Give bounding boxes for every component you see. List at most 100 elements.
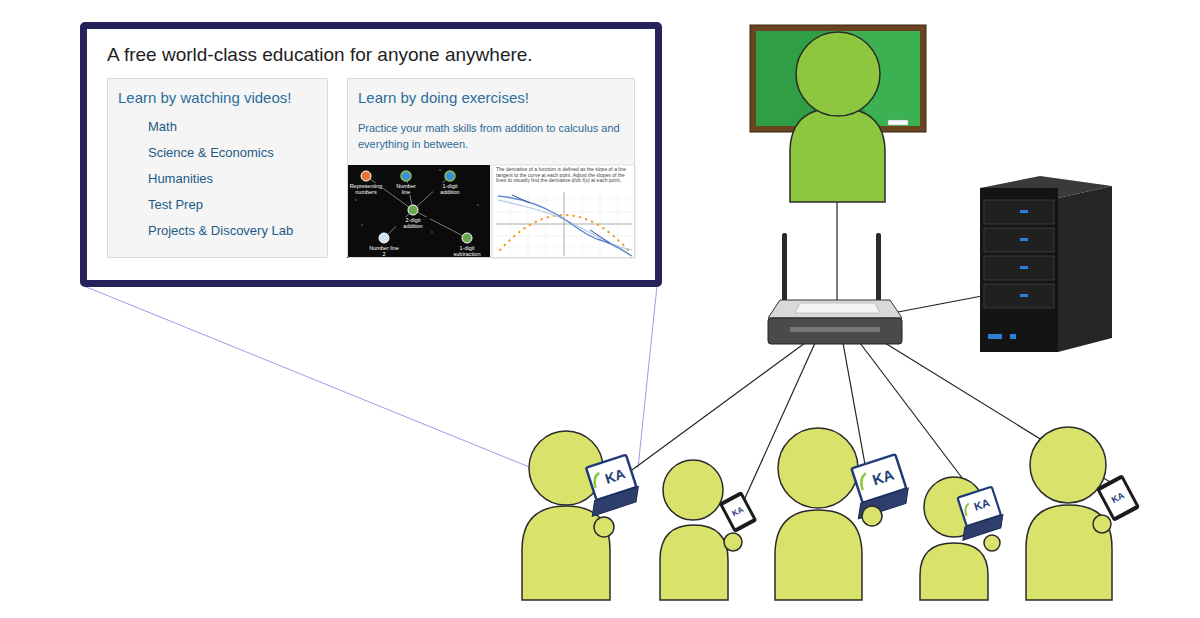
subject-link: Test Prep	[148, 192, 317, 218]
chalkboard	[750, 25, 926, 132]
tangent-line	[512, 195, 530, 203]
logo-leaf	[963, 504, 972, 516]
content-panel: Learn by watching videos! MathScience & E…	[107, 78, 328, 258]
server-bay	[984, 228, 1054, 252]
subject-link: Projects & Discovery Lab	[148, 218, 317, 244]
map-dot	[355, 199, 357, 201]
person-hand	[594, 517, 614, 537]
logo-text: KA	[870, 467, 895, 488]
map-ground	[347, 165, 490, 258]
skill-node	[401, 171, 411, 181]
derivative-points	[500, 215, 628, 250]
map-dot	[477, 204, 479, 206]
laptop	[950, 486, 1007, 540]
tangent-line	[590, 230, 610, 243]
skill-node	[462, 233, 472, 243]
board-surface	[756, 31, 920, 126]
router-vent	[790, 327, 880, 332]
section-heading: Learn by doing exercises!	[358, 88, 624, 108]
person-body	[920, 543, 988, 600]
map-dot	[431, 231, 433, 233]
network-cable	[860, 343, 975, 495]
person-hand	[1093, 515, 1111, 533]
panel-ground	[107, 78, 328, 258]
tablet-screen	[1100, 479, 1135, 517]
server-bay	[984, 256, 1054, 280]
function-curve	[498, 200, 632, 250]
server-side	[1058, 186, 1112, 352]
page-heading: A free world-class education for anyone …	[107, 44, 635, 66]
router-panel	[795, 303, 880, 313]
person-head	[1030, 427, 1106, 503]
skill-node	[361, 171, 371, 181]
person-head	[663, 460, 723, 520]
router-antenna	[782, 233, 787, 307]
exercise-graph	[492, 165, 635, 258]
leader-line	[84, 286, 603, 497]
person-hand	[862, 506, 882, 526]
map-dot	[361, 224, 363, 226]
subject-link: Math	[148, 114, 317, 140]
server-front	[980, 188, 1058, 352]
server-led	[1020, 294, 1028, 297]
callout-ground	[80, 22, 662, 287]
server-led	[988, 334, 1002, 339]
skill-node	[445, 171, 455, 181]
skill-label: Number line	[392, 183, 420, 195]
knowledge-map	[347, 165, 490, 258]
logo-leaf	[592, 473, 604, 488]
laptop-keyboard	[588, 487, 643, 517]
logo-text: KA	[603, 466, 627, 486]
subject-link: Science & Economics	[148, 140, 317, 166]
function-curve	[498, 196, 632, 256]
laptop	[577, 454, 642, 516]
map-dot	[439, 169, 441, 171]
router-top	[768, 300, 902, 318]
panel-ground	[347, 78, 635, 258]
skill-node	[408, 205, 418, 215]
section-heading: Learn by watching videos!	[118, 88, 317, 108]
graph-ground	[492, 165, 635, 258]
subject-link: Humanities	[148, 166, 317, 192]
skill-label: 1-digit addition	[433, 183, 467, 195]
leader-line	[638, 286, 657, 468]
skill-node	[379, 233, 389, 243]
skill-label: 2-digit addition	[396, 217, 430, 229]
person-hand	[984, 535, 1000, 551]
server-bay	[984, 284, 1054, 308]
hands	[594, 506, 1111, 551]
chalk	[888, 120, 908, 125]
logo-leaf	[858, 473, 870, 490]
board-frame	[750, 25, 926, 132]
person-body	[660, 525, 728, 600]
router	[768, 233, 902, 344]
teacher-figure	[790, 32, 885, 202]
person-body	[775, 510, 862, 600]
network-cable	[898, 296, 982, 312]
graph-grid	[496, 192, 632, 256]
network-cable	[836, 200, 837, 305]
router-front	[768, 318, 902, 344]
skill-label: 1-digit subtraction	[449, 245, 485, 257]
tablet-screen	[723, 496, 753, 528]
graph-axis	[564, 192, 565, 256]
person-hand	[724, 533, 742, 551]
logo-text: KA	[731, 506, 745, 518]
server-led	[1020, 210, 1028, 213]
person-body	[1026, 505, 1112, 600]
tablet	[719, 491, 758, 533]
server-led	[1020, 238, 1028, 241]
network-cable	[632, 343, 805, 470]
skill-label: Number line 2	[369, 245, 399, 257]
logo-text: KA	[1110, 491, 1126, 505]
description-text: Practice your math skills from addition …	[358, 120, 624, 152]
router-antenna	[876, 233, 881, 307]
server-led	[1020, 266, 1028, 269]
person-head	[796, 32, 880, 116]
person-body	[790, 108, 885, 202]
skill-label: Representing numbers	[349, 183, 383, 195]
person-head	[778, 428, 858, 508]
tablet-body	[719, 491, 758, 533]
